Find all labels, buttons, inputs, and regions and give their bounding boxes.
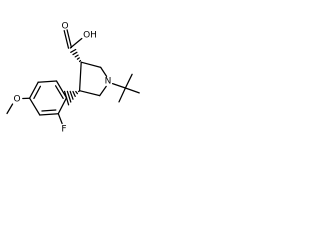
bond-carbonyl-double-b xyxy=(66,29,73,49)
stereo-hash-c3-carboxyl xyxy=(70,48,82,63)
pyrrolidine-ring: N xyxy=(78,61,112,97)
bond-ar-c6-ipso xyxy=(55,80,68,99)
carboxyl-group: O OH xyxy=(61,22,97,49)
bond-c3-c2 xyxy=(80,61,102,69)
molecule-structure: O OH N xyxy=(6,22,140,135)
bond-ar-c2-c3 xyxy=(39,113,59,116)
fluoro-group: F xyxy=(57,113,67,135)
stereo-hash-c4-aryl xyxy=(63,90,81,106)
bond-cq-methyl-right xyxy=(124,87,140,94)
bond-ar-inner-3 xyxy=(54,85,64,100)
bond-c5-c4 xyxy=(78,90,101,97)
bond-c4-c3 xyxy=(78,61,82,92)
methoxy-oxygen-label: O xyxy=(13,95,20,105)
methoxy-group: O xyxy=(6,95,31,115)
bond-ar-inner-2 xyxy=(33,85,42,100)
bond-n-cq xyxy=(111,82,127,89)
bond-ar-c4-c5 xyxy=(28,81,39,99)
bond-c2-n xyxy=(100,66,108,78)
bond-n-c5 xyxy=(99,85,107,97)
bond-cq-methyl-up xyxy=(124,73,133,89)
bond-ar-ipso-c2 xyxy=(57,97,68,115)
bond-ar-c5-c6 xyxy=(37,80,58,83)
carbonyl-oxygen-label: O xyxy=(61,22,68,32)
bond-o-methyl xyxy=(6,103,14,115)
bond-c-oh xyxy=(69,37,83,49)
bond-c-f xyxy=(57,113,63,125)
bond-ar-inner-1 xyxy=(41,109,57,112)
hydroxyl-label: OH xyxy=(83,31,97,41)
fluorine-label: F xyxy=(61,125,66,135)
bond-cq-methyl-down xyxy=(118,87,127,103)
bond-carbonyl-double-a xyxy=(63,29,70,49)
phenyl-ring xyxy=(28,80,68,116)
tert-butyl-group xyxy=(111,73,140,103)
bond-ar-c3-c4 xyxy=(28,97,41,116)
ring-nitrogen-label: N xyxy=(105,77,112,87)
